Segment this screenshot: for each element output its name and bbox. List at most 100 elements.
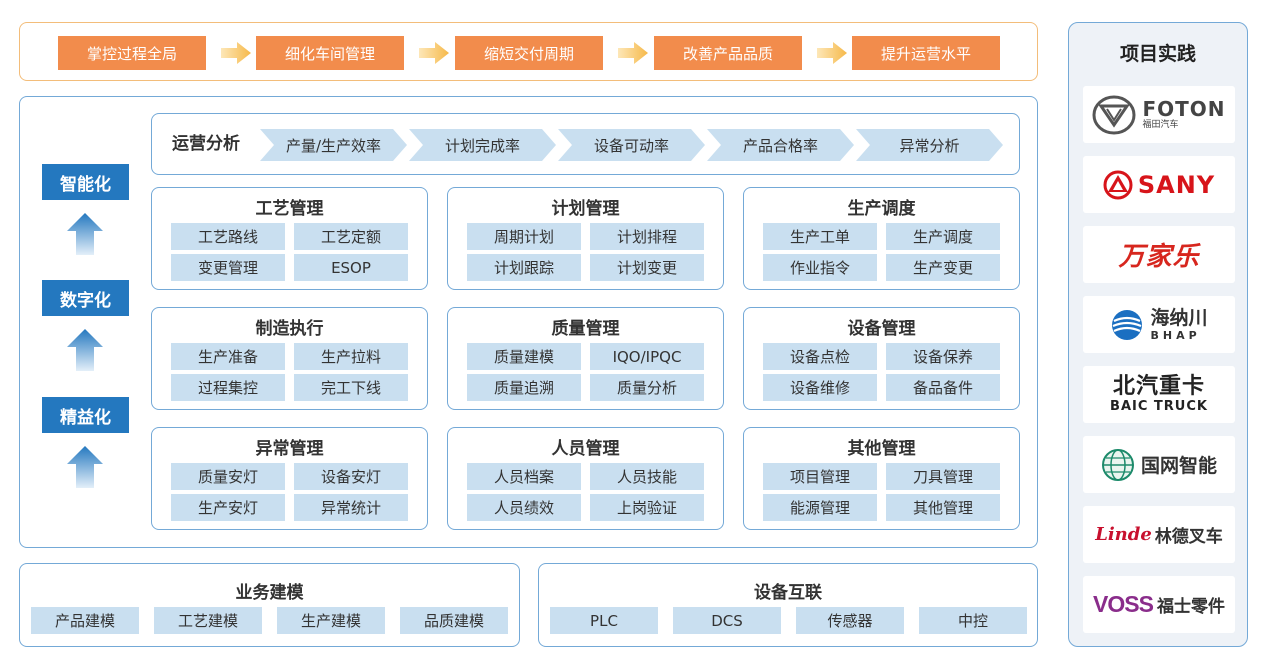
module-item: 周期计划 (467, 223, 581, 250)
module-item: IQO/IPQC (590, 343, 704, 370)
device-connect-title: 设备互联 (754, 583, 822, 603)
module-title: 生产调度 (847, 199, 916, 219)
module-item: 过程集控 (171, 374, 285, 401)
module-item: 生产调度 (886, 223, 1000, 250)
projects-panel: 项目实践 FOTON 福田汽车 SANY 万家乐 (1068, 22, 1248, 647)
module-item: 其他管理 (886, 494, 1000, 521)
logo-voss: VOSS 福士零件 (1083, 576, 1235, 633)
goal-item: 细化车间管理 (256, 36, 404, 70)
module-title: 其他管理 (847, 439, 916, 459)
business-modeling-panel: 业务建模 产品建模 工艺建模 生产建模 品质建模 (19, 563, 520, 647)
business-modeling-item: 生产建模 (277, 607, 385, 634)
module-item: 刀具管理 (886, 463, 1000, 490)
device-connect-item: 传感器 (796, 607, 904, 634)
up-arrow-icon (67, 329, 103, 371)
wanjiale-wordmark: 万家乐 (1118, 242, 1200, 272)
goals-banner: 掌控过程全局 细化车间管理 缩短交付周期 改善产品品质 提升运营水平 (19, 22, 1038, 81)
goal-item: 提升运营水平 (852, 36, 1000, 70)
foton-subtitle: 福田汽车 (1142, 120, 1179, 130)
foton-wordmark: FOTON (1142, 97, 1226, 121)
module-item: 生产工单 (763, 223, 877, 250)
bhap-wordmark: 海纳川 (1150, 306, 1208, 329)
up-arrow-icon (67, 446, 103, 488)
module-title: 设备管理 (847, 319, 916, 339)
logo-bhap: 海纳川 BHAP (1083, 296, 1235, 353)
logo-linde: Linde 林德叉车 (1083, 506, 1235, 563)
operations-analysis: 运营分析 产量/生产效率 计划完成率 设备可动率 产品合格率 异常分析 (151, 113, 1020, 175)
module-item: 作业指令 (763, 254, 877, 281)
module-scheduling: 生产调度 生产工单 生产调度 作业指令 生产变更 (743, 187, 1020, 290)
voss-subtitle: 福士零件 (1156, 597, 1225, 617)
module-item: 工艺路线 (171, 223, 285, 250)
module-item: 上岗验证 (590, 494, 704, 521)
module-item: 备品备件 (886, 374, 1000, 401)
logo-baic-truck: 北汽重卡 BAIC TRUCK (1083, 366, 1235, 423)
linde-subtitle: 林德叉车 (1154, 527, 1223, 547)
level-intelligent: 智能化 (42, 164, 129, 200)
module-item: 设备点检 (763, 343, 877, 370)
operations-title: 运营分析 (172, 134, 240, 154)
module-title: 制造执行 (255, 319, 324, 339)
module-item: 人员绩效 (467, 494, 581, 521)
module-item: 异常统计 (294, 494, 408, 521)
up-arrow-icon (67, 213, 103, 255)
right-arrow-icon (817, 42, 847, 64)
goal-item: 改善产品品质 (654, 36, 802, 70)
module-execution: 制造执行 生产准备 生产拉料 过程集控 完工下线 (151, 307, 428, 410)
sany-wordmark: SANY (1137, 170, 1216, 199)
right-arrow-icon (221, 42, 251, 64)
module-title: 质量管理 (551, 319, 620, 339)
module-item: 质量安灯 (171, 463, 285, 490)
module-item: 变更管理 (171, 254, 285, 281)
module-planning: 计划管理 周期计划 计划排程 计划跟踪 计划变更 (447, 187, 724, 290)
module-title: 人员管理 (551, 439, 620, 459)
module-other: 其他管理 项目管理 刀具管理 能源管理 其他管理 (743, 427, 1020, 530)
business-modeling-item: 产品建模 (31, 607, 139, 634)
module-item: 质量建模 (467, 343, 581, 370)
logo-sany: SANY (1083, 156, 1235, 213)
module-title: 工艺管理 (255, 199, 324, 219)
business-modeling-title: 业务建模 (235, 583, 304, 603)
module-item: 生产拉料 (294, 343, 408, 370)
projects-title: 项目实践 (1119, 43, 1196, 65)
module-item: 生产变更 (886, 254, 1000, 281)
module-item: 计划跟踪 (467, 254, 581, 281)
module-item: 质量分析 (590, 374, 704, 401)
module-exception: 异常管理 质量安灯 设备安灯 生产安灯 异常统计 (151, 427, 428, 530)
voss-wordmark: VOSS (1093, 591, 1154, 617)
business-modeling-item: 工艺建模 (154, 607, 262, 634)
operations-item: 设备可动率 (558, 129, 705, 161)
module-item: 项目管理 (763, 463, 877, 490)
module-item: 计划变更 (590, 254, 704, 281)
module-title: 异常管理 (255, 439, 324, 459)
module-item: 完工下线 (294, 374, 408, 401)
module-item: 设备安灯 (294, 463, 408, 490)
logo-wanjiale: 万家乐 (1083, 226, 1235, 283)
main-panel: 智能化 数字化 精益化 运营分析 产量/生产效率 计划完成率 设备可动率 产品合… (19, 96, 1038, 548)
baic-subtitle: BAIC TRUCK (1110, 399, 1208, 414)
sgcc-wordmark: 国网智能 (1140, 455, 1217, 477)
module-item: 能源管理 (763, 494, 877, 521)
goal-item: 缩短交付周期 (455, 36, 603, 70)
sgcc-icon (1101, 448, 1134, 481)
module-item: 人员档案 (467, 463, 581, 490)
level-lean: 精益化 (42, 397, 129, 433)
module-item: 生产安灯 (171, 494, 285, 521)
bhap-subtitle: BHAP (1150, 328, 1201, 342)
module-title: 计划管理 (551, 199, 620, 219)
right-arrow-icon (618, 42, 648, 64)
module-process: 工艺管理 工艺路线 工艺定额 变更管理 ESOP (151, 187, 428, 290)
module-item: ESOP (294, 254, 408, 281)
level-digital: 数字化 (42, 280, 129, 316)
operations-item: 异常分析 (856, 129, 1003, 161)
module-item: 计划排程 (590, 223, 704, 250)
module-item: 工艺定额 (294, 223, 408, 250)
business-modeling-item: 品质建模 (400, 607, 508, 634)
baic-wordmark: 北汽重卡 (1112, 374, 1205, 399)
device-connect-item: DCS (673, 607, 781, 634)
operations-item: 产量/生产效率 (260, 129, 407, 161)
module-personnel: 人员管理 人员档案 人员技能 人员绩效 上岗验证 (447, 427, 724, 530)
module-item: 设备维修 (763, 374, 877, 401)
sany-icon (1103, 170, 1133, 199)
module-item: 生产准备 (171, 343, 285, 370)
